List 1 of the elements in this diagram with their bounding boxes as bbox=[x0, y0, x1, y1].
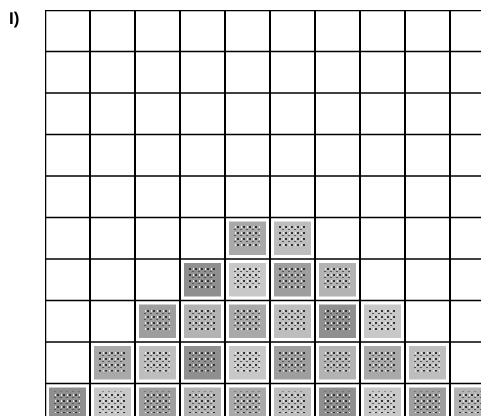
panel-label: I) bbox=[9, 10, 20, 27]
